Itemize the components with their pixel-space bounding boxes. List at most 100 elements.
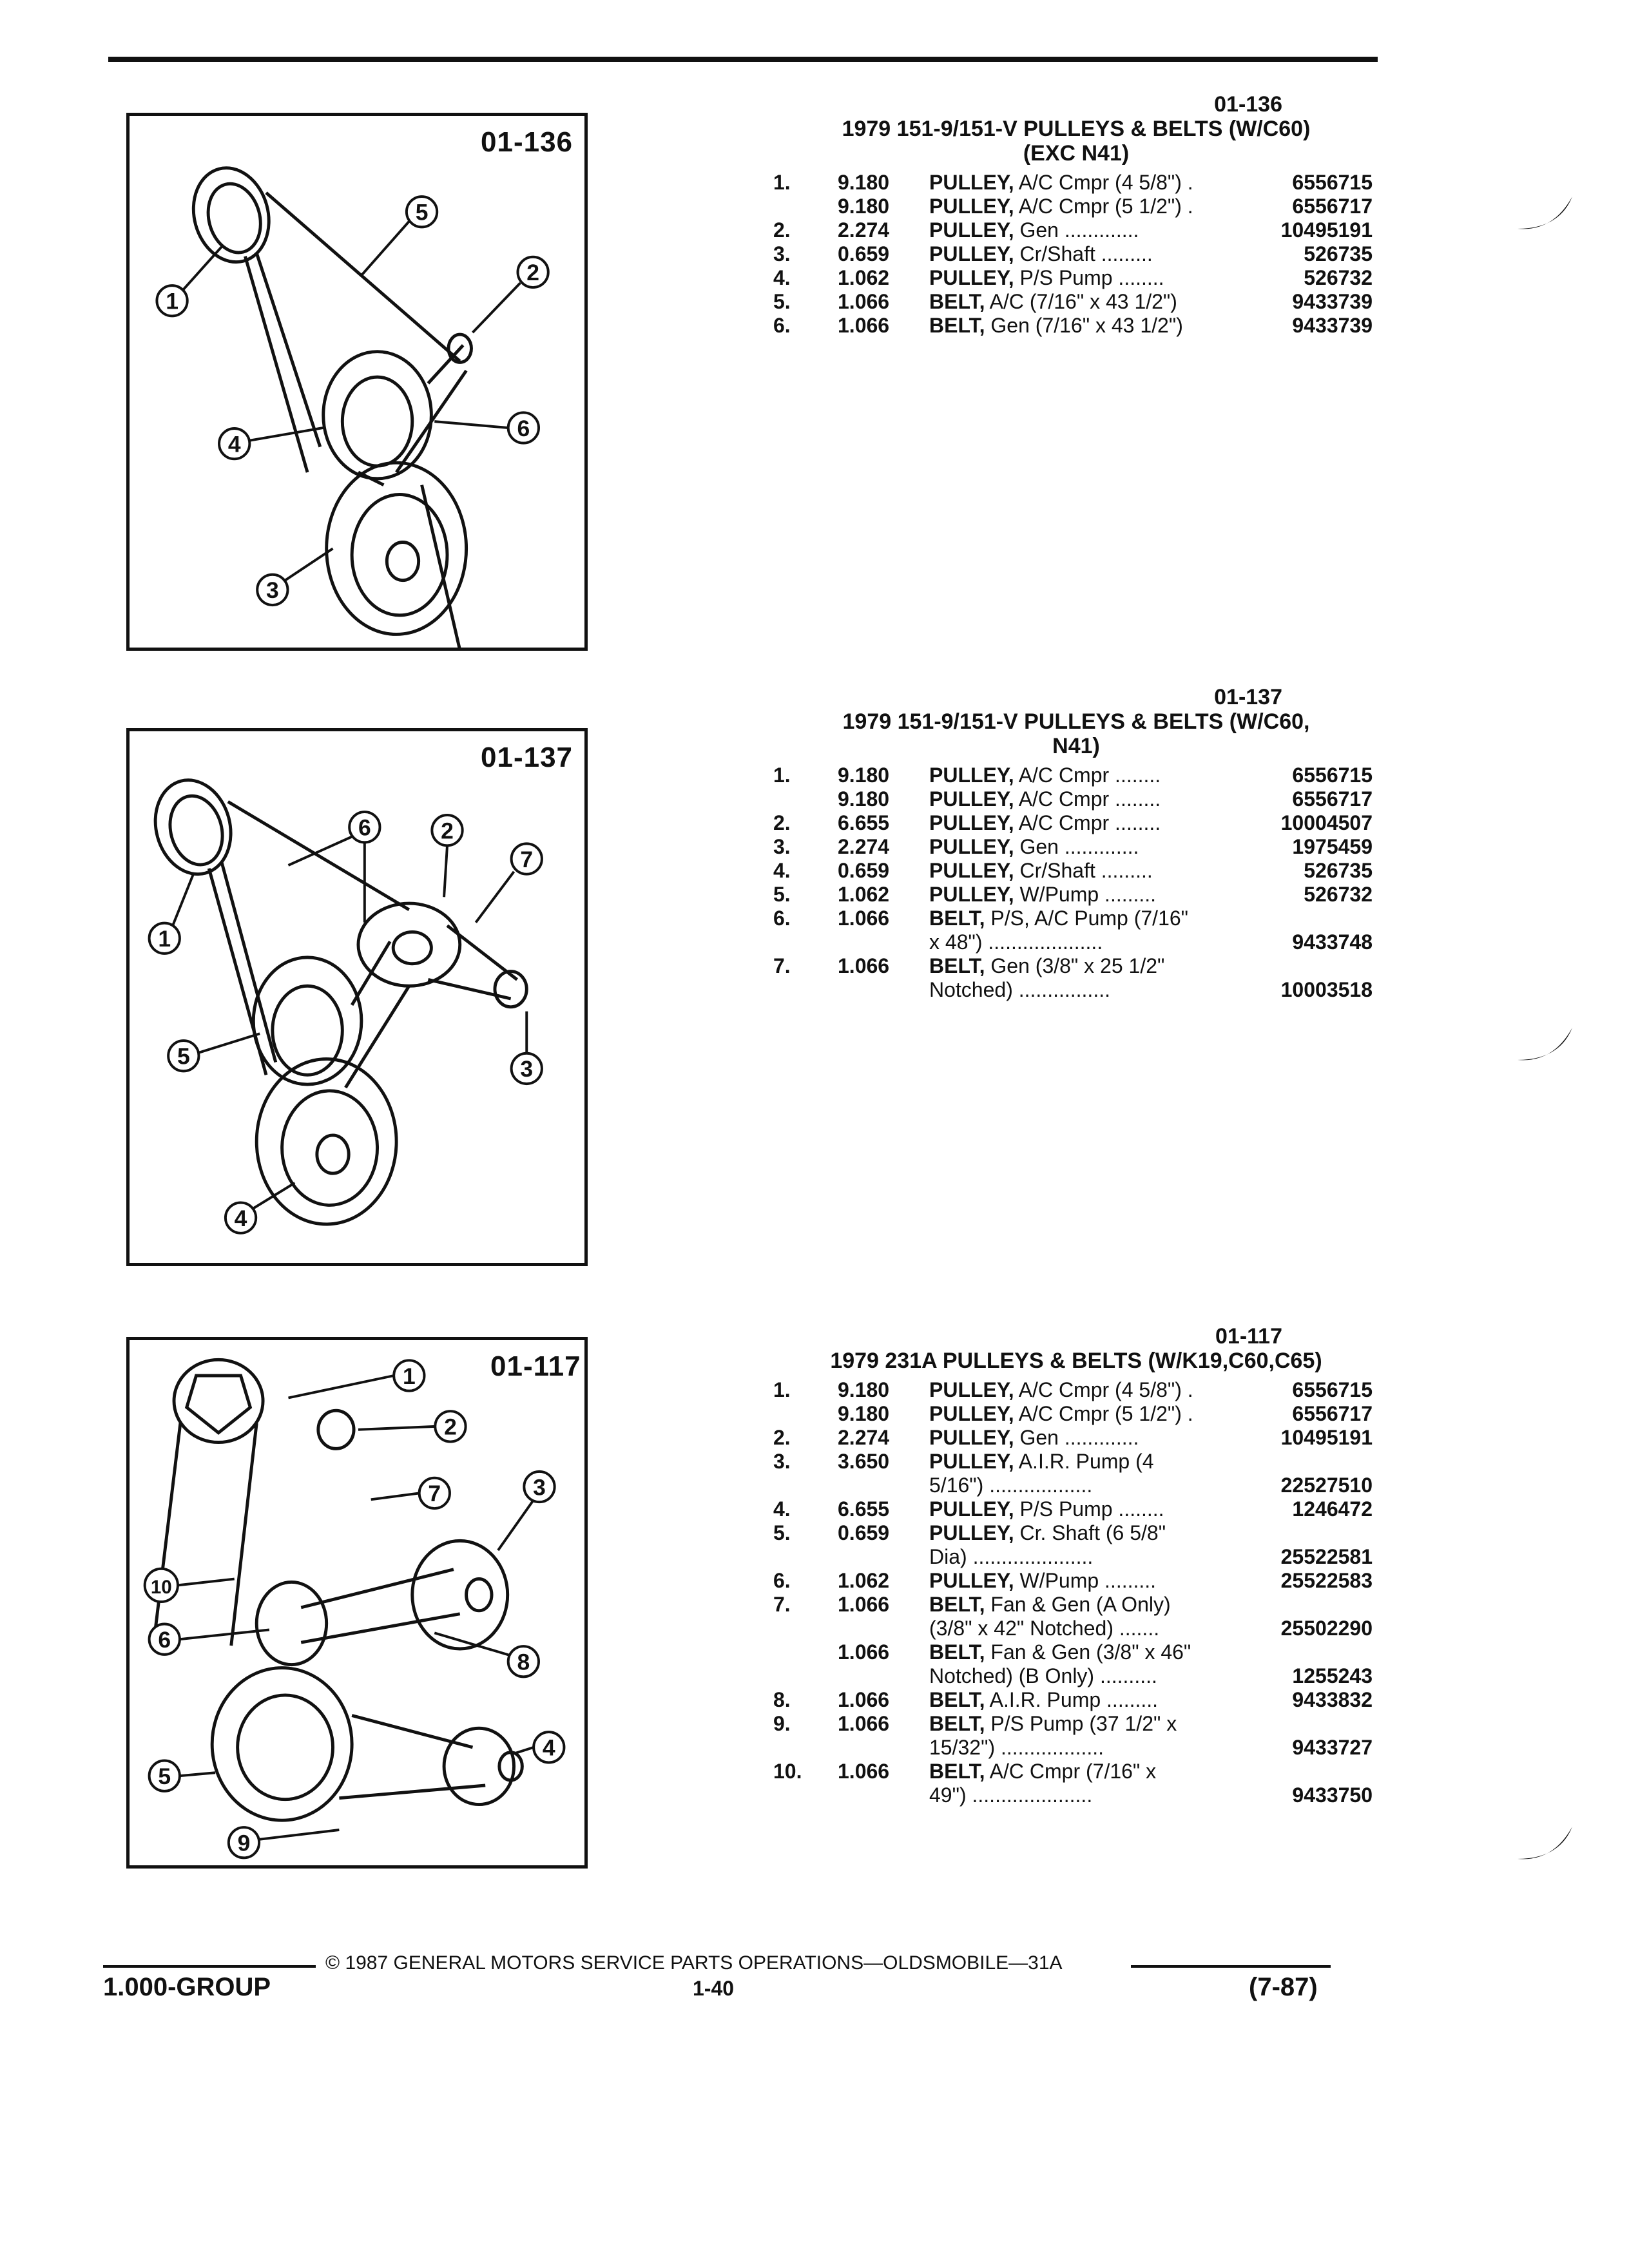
part-description: PULLEY, A.I.R. Pump (4 <box>929 1450 1251 1474</box>
part-number: 526735 <box>1304 242 1373 265</box>
item-number: 10. <box>773 1760 802 1783</box>
figure-01-117: 01-117 1 2 3 4 5 6 7 8 9 10 <box>126 1337 588 1869</box>
part-detail: A/C Cmpr (4 5/8") . <box>1014 171 1193 194</box>
part-row: 15/32") ..................9433727 <box>773 1736 1379 1760</box>
part-detail: 49") ..................... <box>929 1783 1093 1807</box>
callout-5: 5 <box>416 200 429 226</box>
callout-5: 5 <box>177 1044 190 1070</box>
callout-6: 6 <box>158 1627 171 1653</box>
group-code: 9.180 <box>838 1378 890 1401</box>
callout-3: 3 <box>520 1056 533 1082</box>
item-number: 2. <box>773 218 791 242</box>
part-detail: A.I.R. Pump ......... <box>985 1688 1159 1711</box>
callout-6: 6 <box>517 416 530 441</box>
item-number: 6. <box>773 1569 791 1592</box>
part-number: 6556717 <box>1292 195 1373 218</box>
section-code: 01-136 <box>1214 92 1282 117</box>
part-description: PULLEY, A/C Cmpr ........ <box>929 811 1251 835</box>
callout-4: 4 <box>228 431 241 457</box>
part-number: 6556717 <box>1292 787 1373 811</box>
part-detail: Notched) (B Only) .......... <box>929 1664 1157 1687</box>
part-type: PULLEY, <box>929 1521 1014 1544</box>
footer-group: 1.000-GROUP <box>103 1973 271 2001</box>
callout-3: 3 <box>266 577 279 603</box>
part-number: 1975459 <box>1292 835 1373 858</box>
callout-3: 3 <box>533 1474 546 1500</box>
callout-9: 9 <box>238 1831 251 1856</box>
part-description: PULLEY, P/S Pump ........ <box>929 266 1251 290</box>
group-code: 1.066 <box>838 1593 890 1616</box>
part-detail: A/C Cmpr ........ <box>1014 764 1161 787</box>
top-rule <box>108 57 1378 62</box>
part-description: Notched) ................ <box>929 978 1251 1002</box>
part-type: PULLEY, <box>929 195 1014 218</box>
part-description: PULLEY, Cr/Shaft ......... <box>929 242 1251 266</box>
part-detail: P/S Pump (37 1/2" x <box>985 1712 1177 1735</box>
item-number: 1. <box>773 1378 791 1401</box>
part-description: Dia) ..................... <box>929 1545 1251 1569</box>
part-number: 10004507 <box>1280 811 1373 834</box>
part-type: BELT, <box>929 1640 985 1664</box>
part-number: 10003518 <box>1280 978 1373 1001</box>
item-number: 7. <box>773 954 791 977</box>
callout-6: 6 <box>358 815 371 841</box>
part-type: PULLEY, <box>929 1569 1014 1592</box>
margin-mark <box>1518 1827 1572 1860</box>
item-number: 1. <box>773 764 791 787</box>
group-code: 2.274 <box>838 218 890 242</box>
part-description: PULLEY, Cr. Shaft (6 5/8" <box>929 1521 1251 1545</box>
part-type: PULLEY, <box>929 171 1014 194</box>
part-detail: Cr/Shaft ......... <box>1014 859 1153 882</box>
part-number: 1246472 <box>1292 1497 1373 1521</box>
part-detail: A.I.R. Pump (4 <box>1014 1450 1154 1473</box>
part-description: PULLEY, P/S Pump ........ <box>929 1497 1251 1521</box>
item-number: 2. <box>773 811 791 834</box>
part-type: PULLEY, <box>929 787 1014 811</box>
part-detail: 15/32") .................. <box>929 1736 1104 1759</box>
part-detail: W/Pump ......... <box>1014 1569 1157 1592</box>
part-description: BELT, A/C Cmpr (7/16" x <box>929 1760 1251 1783</box>
part-detail: A/C Cmpr ........ <box>1014 787 1161 811</box>
part-detail: Dia) ..................... <box>929 1545 1094 1568</box>
section-01-117: 01-117 1979 231A PULLEYS & BELTS (W/K19,… <box>773 1324 1379 1807</box>
part-description: x 48") .................... <box>929 930 1251 954</box>
item-number: 4. <box>773 266 791 289</box>
group-code: 1.066 <box>838 290 890 313</box>
part-type: BELT, <box>929 954 985 977</box>
callout-4: 4 <box>235 1206 247 1231</box>
callout-2: 2 <box>444 1414 457 1440</box>
part-type: PULLEY, <box>929 835 1014 858</box>
part-detail: Fan & Gen (3/8" x 46" <box>985 1640 1191 1664</box>
group-code: 6.655 <box>838 1497 890 1521</box>
group-code: 2.274 <box>838 835 890 858</box>
part-detail: 5/16") .................. <box>929 1474 1093 1497</box>
footer-copyright: © 1987 GENERAL MOTORS SERVICE PARTS OPER… <box>325 1952 1063 1974</box>
footer-rule-left <box>103 1965 316 1968</box>
part-description: (3/8" x 42" Notched) ....... <box>929 1617 1251 1640</box>
item-number: 4. <box>773 859 791 882</box>
group-code: 9.180 <box>838 764 890 787</box>
part-description: BELT, P/S, A/C Pump (7/16" <box>929 907 1251 930</box>
callouts-01-117: 1 2 3 4 5 6 7 8 9 10 <box>143 1359 566 1860</box>
item-number: 9. <box>773 1712 791 1735</box>
part-description: PULLEY, W/Pump ......... <box>929 1569 1251 1593</box>
part-row: Notched) ................ 10003518 <box>773 978 1379 1002</box>
group-code: 1.062 <box>838 883 890 906</box>
group-code: 3.650 <box>838 1450 890 1473</box>
